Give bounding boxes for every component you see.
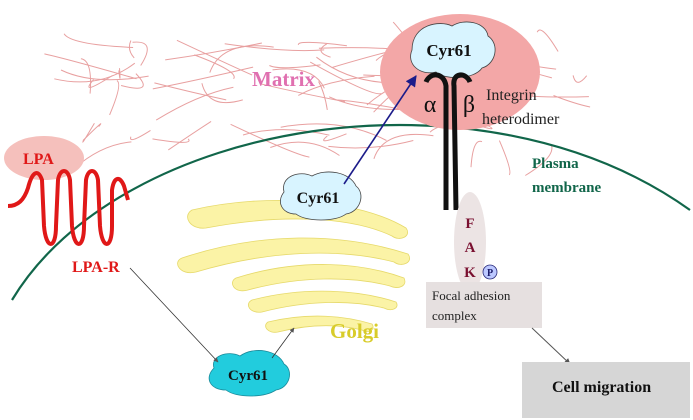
matrix-fiber: [525, 144, 553, 176]
cell-migration-box: [522, 362, 690, 418]
matrix-fiber: [128, 40, 135, 59]
matrix-fiber: [132, 41, 148, 66]
fak-letter-f: F: [465, 216, 474, 232]
matrix-fiber: [44, 53, 137, 80]
matrix-fiber: [109, 80, 120, 116]
lpa-receptor: [7, 169, 130, 246]
matrix-fiber: [323, 133, 347, 142]
plasma-membrane-label-line2: membrane: [532, 180, 601, 196]
focal-to-migration-arrow: [531, 327, 571, 365]
integrin-beta-chain: [451, 72, 473, 211]
integrin-label-line1: Integrin: [486, 87, 537, 104]
matrix-fiber: [176, 39, 253, 76]
beta-label: β: [463, 92, 475, 118]
matrix-fiber: [60, 69, 149, 81]
cyr61-vesicle-blob: [280, 171, 362, 221]
matrix-fiber: [194, 54, 235, 80]
fak-letter-k: K: [464, 265, 476, 281]
matrix-fiber: [154, 82, 227, 101]
matrix-label: Matrix: [252, 67, 315, 91]
matrix-fiber: [209, 45, 274, 73]
lpa-r-label: LPA-R: [72, 259, 120, 276]
matrix-fiber: [63, 33, 134, 48]
matrix-fiber: [298, 75, 375, 96]
plasma-membrane-label-line1: Plasma: [532, 156, 579, 172]
golgi-apparatus: [177, 200, 410, 333]
golgi-cisterna-3: [232, 264, 406, 292]
matrix-fiber: [120, 73, 144, 89]
matrix-fiber: [242, 129, 330, 136]
cell-migration-label: Cell migration: [552, 379, 651, 396]
matrix-fiber: [320, 43, 331, 58]
cyr61-to-golgi-arrow: [271, 327, 295, 359]
cyr61-matrix-blob: [410, 21, 496, 78]
matrix-fiber: [318, 81, 328, 110]
matrix-fiber: [297, 41, 347, 47]
matrix-fiber: [498, 140, 511, 176]
matrix-fiber: [230, 123, 310, 158]
cyr61-matrix-label: Cyr61: [426, 41, 471, 60]
matrix-fiber: [373, 133, 434, 159]
matrix-fiber: [80, 58, 92, 94]
focal-adhesion-label-line2: complex: [432, 308, 477, 323]
lpa-label: LPA: [23, 151, 54, 168]
matrix-fiber: [118, 68, 121, 79]
focal-adhesion-label-line1: Focal adhesion: [432, 288, 511, 303]
cyr61-cytosol-blob: [208, 350, 290, 397]
matrix-fiber: [54, 62, 136, 83]
cyr61-vesicle-label: Cyr61: [297, 190, 340, 207]
integrin-alpha-chain: [423, 72, 449, 210]
matrix-fiber: [572, 75, 588, 83]
alpha-label: α: [424, 92, 437, 118]
matrix-fiber: [224, 43, 325, 52]
focal-adhesion-box: [426, 282, 542, 328]
matrix-fiber: [309, 61, 382, 95]
phosphate-circle: [482, 264, 498, 280]
lpa-r-to-cyr61-arrow: [129, 267, 219, 363]
cyr61-cytosol-label: Cyr61: [228, 368, 268, 384]
matrix-fiber: [328, 140, 414, 149]
integrin-label-line2: heterodimer: [482, 111, 560, 128]
phosphate-label: P: [487, 268, 493, 279]
secretion-arrow: [343, 75, 417, 185]
matrix-fiber: [165, 42, 263, 61]
golgi-cisterna-4: [248, 290, 398, 313]
golgi-cisterna-2: [177, 237, 410, 274]
matrix-fiber: [536, 29, 559, 52]
matrix-fiber: [82, 122, 95, 143]
golgi-label: Golgi: [330, 319, 379, 343]
matrix-fiber: [272, 68, 325, 89]
matrix-fiber: [155, 86, 234, 121]
matrix-fiber: [201, 83, 243, 104]
matrix-fiber: [130, 129, 151, 141]
matrix-fiber: [269, 64, 321, 69]
fak-halo: [454, 192, 486, 292]
integrin-heterodimer: [423, 72, 473, 211]
fak-letter-a: A: [465, 240, 476, 256]
matrix-fiber: [470, 140, 483, 168]
matrix-fiber: [168, 120, 212, 151]
matrix-fiber: [270, 141, 340, 156]
matrix-fiber: [553, 95, 591, 108]
matrix-fiber: [82, 123, 102, 141]
matrix-fiber: [152, 138, 190, 143]
